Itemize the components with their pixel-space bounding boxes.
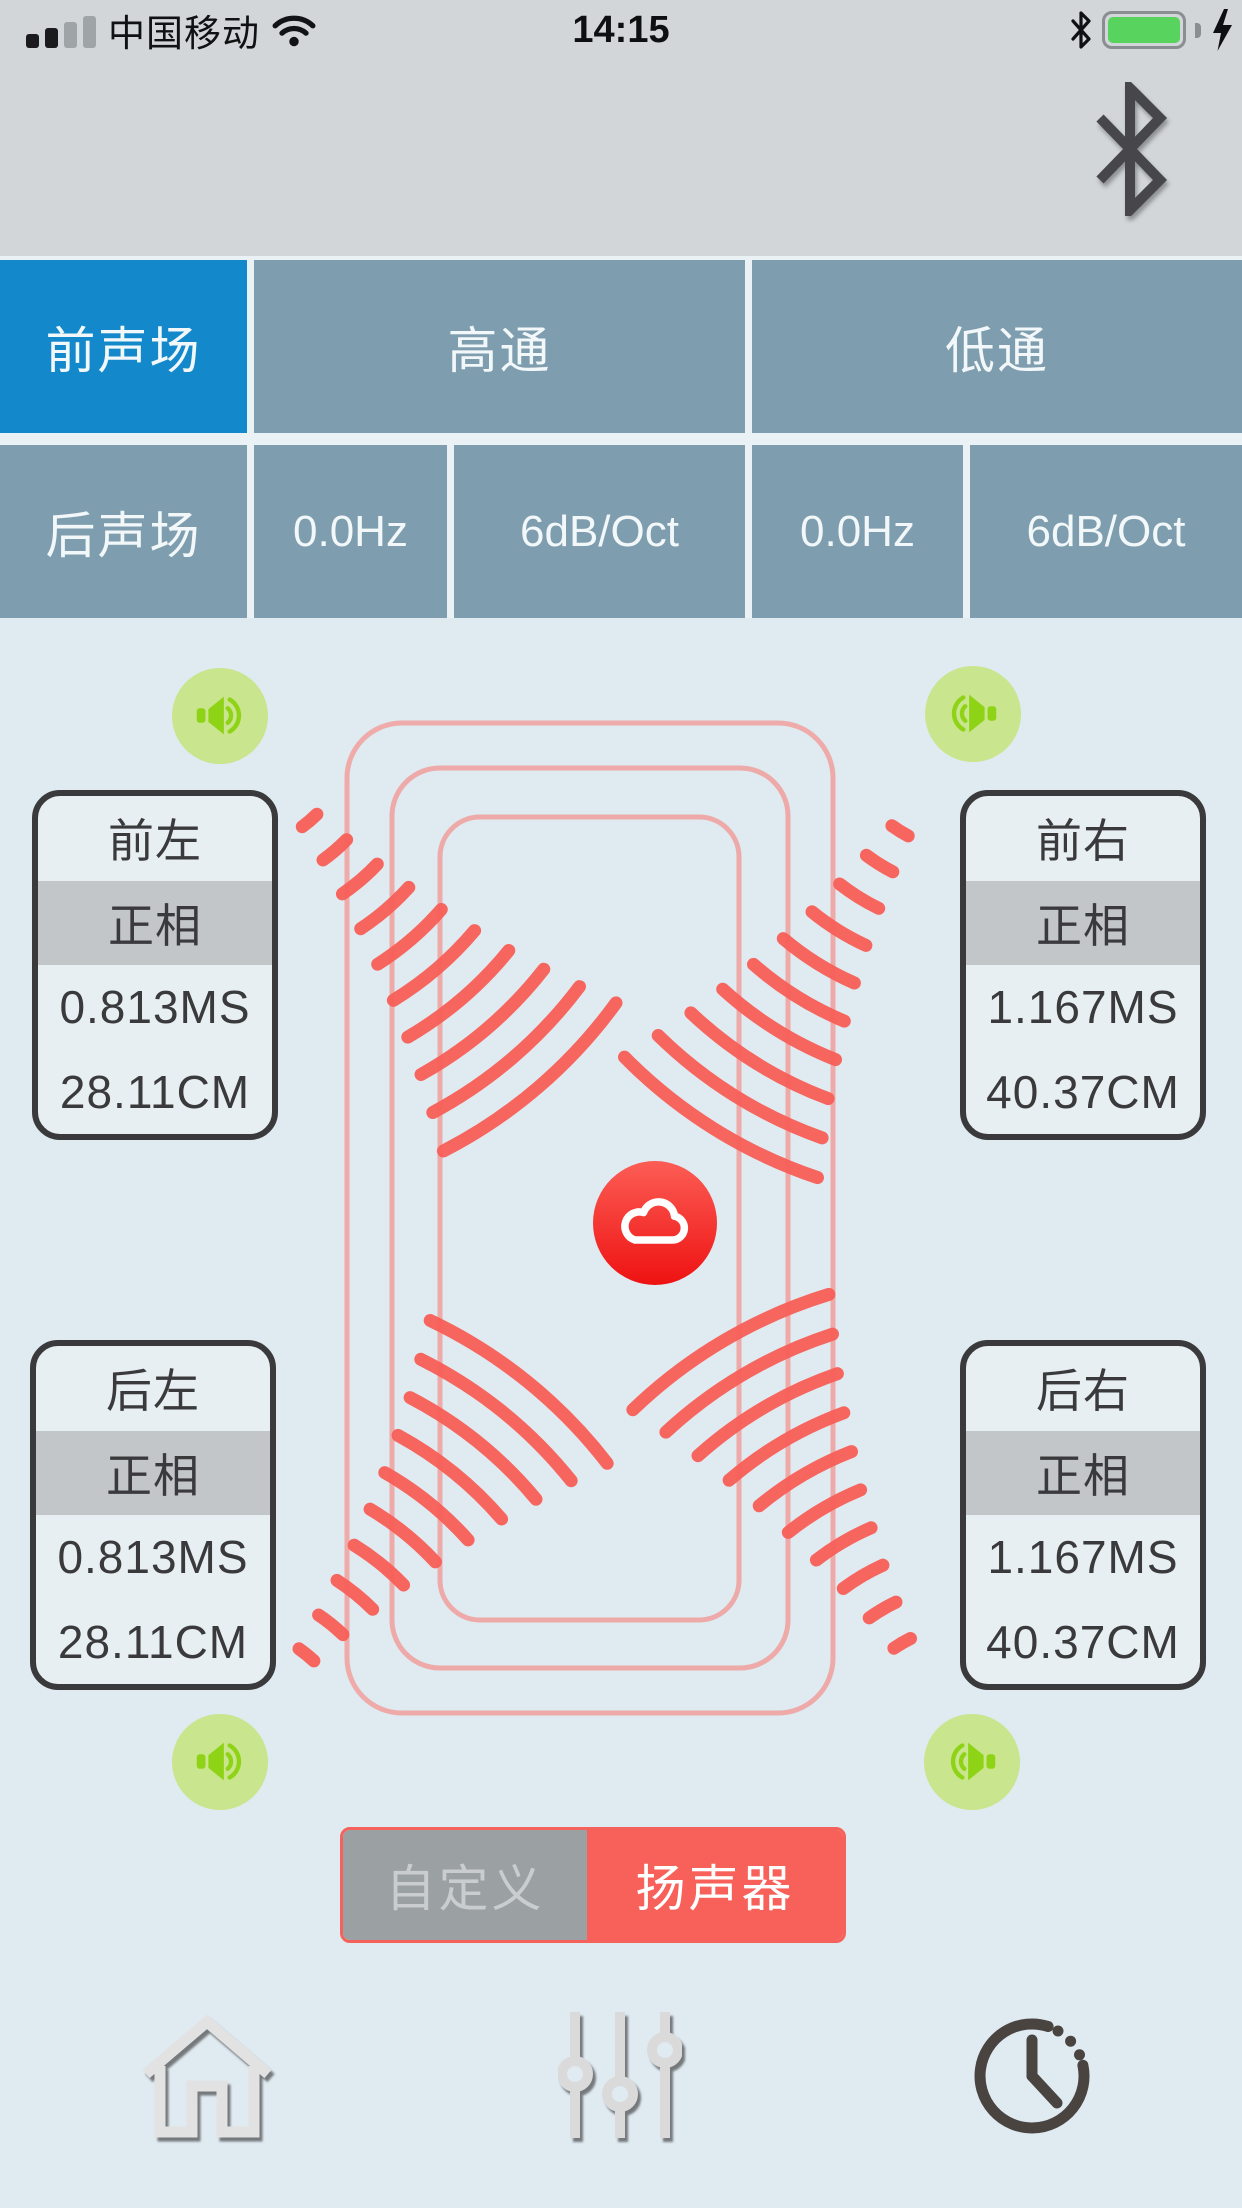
mode-toggle: 自定义 扬声器 bbox=[340, 1827, 846, 1943]
phase-selector[interactable]: 正相 bbox=[36, 1430, 270, 1515]
lowpass-slope-value[interactable]: 6dB/Oct bbox=[970, 445, 1242, 618]
phase-selector[interactable]: 正相 bbox=[966, 880, 1200, 965]
speaker-volume-icon bbox=[196, 1742, 242, 1781]
rear-right-speaker-card[interactable]: 后右 正相 1.167MS 40.37CM bbox=[960, 1340, 1206, 1690]
clock-icon bbox=[974, 2018, 1090, 2134]
nav-equalizer-button[interactable] bbox=[557, 2010, 683, 2142]
mode-speaker-button[interactable]: 扬声器 bbox=[587, 1830, 843, 1940]
bluetooth-status-icon bbox=[1071, 11, 1091, 49]
bluetooth-connection-icon bbox=[1078, 75, 1182, 223]
nav-timer-button[interactable] bbox=[968, 2006, 1102, 2140]
delay-ms-value: 1.167MS bbox=[987, 981, 1179, 1034]
carrier-label: 中国移动 bbox=[108, 13, 260, 54]
front-right-speaker-button[interactable] bbox=[925, 666, 1021, 762]
charging-bolt-icon bbox=[1213, 9, 1232, 51]
tab-lowpass[interactable]: 低通 bbox=[752, 260, 1242, 433]
speaker-volume-icon bbox=[951, 694, 997, 733]
highpass-slope-value[interactable]: 6dB/Oct bbox=[454, 445, 745, 618]
rear-right-speaker-button[interactable] bbox=[924, 1714, 1020, 1810]
mode-custom-button[interactable]: 自定义 bbox=[343, 1830, 587, 1940]
lowpass-frequency-value[interactable]: 0.0Hz bbox=[752, 445, 963, 618]
distance-cm-value: 40.37CM bbox=[986, 1615, 1180, 1668]
phase-selector[interactable]: 正相 bbox=[966, 1430, 1200, 1515]
battery-tip bbox=[1195, 22, 1201, 38]
status-bar: 中国移动 14:15 bbox=[0, 0, 1242, 60]
tab-highpass[interactable]: 高通 bbox=[254, 260, 745, 433]
tab-front-soundfield[interactable]: 前声场 bbox=[0, 260, 247, 433]
distance-cm-value: 40.37CM bbox=[986, 1065, 1180, 1118]
status-left-cluster: 中国移动 bbox=[26, 0, 316, 60]
front-left-speaker-card[interactable]: 前左 正相 0.813MS 28.11CM bbox=[32, 790, 278, 1140]
speaker-name: 后右 bbox=[1036, 1365, 1130, 1418]
rear-left-speaker-button[interactable] bbox=[172, 1714, 268, 1810]
speaker-volume-icon bbox=[196, 696, 242, 735]
front-left-speaker-button[interactable] bbox=[172, 668, 268, 764]
status-right-cluster bbox=[1069, 0, 1234, 60]
nav-home-button[interactable] bbox=[140, 2012, 274, 2142]
phase-selector[interactable]: 正相 bbox=[38, 880, 272, 965]
cloud-sync-button[interactable] bbox=[593, 1161, 717, 1285]
highpass-frequency-value[interactable]: 0.0Hz bbox=[254, 445, 447, 618]
cellular-signal-icon bbox=[26, 12, 96, 48]
delay-ms-value: 1.167MS bbox=[987, 1531, 1179, 1584]
speaker-volume-icon bbox=[950, 1742, 996, 1781]
tab-rear-soundfield[interactable]: 后声场 bbox=[0, 445, 247, 618]
distance-cm-value: 28.11CM bbox=[59, 1065, 251, 1118]
speaker-name: 后左 bbox=[106, 1365, 200, 1418]
front-right-speaker-card[interactable]: 前右 正相 1.167MS 40.37CM bbox=[960, 790, 1206, 1140]
home-icon bbox=[142, 2014, 272, 2138]
speaker-name: 前右 bbox=[1036, 815, 1130, 868]
cloud-icon bbox=[621, 1198, 689, 1244]
distance-cm-value: 28.11CM bbox=[57, 1615, 249, 1668]
equalizer-sliders-icon bbox=[557, 2012, 683, 2138]
delay-ms-value: 0.813MS bbox=[57, 1531, 249, 1584]
speaker-name: 前左 bbox=[108, 815, 202, 868]
delay-ms-value: 0.813MS bbox=[59, 981, 251, 1034]
crossover-tab-strip: 前声场 高通 低通 后声场 0.0Hz 6dB/Oct 0.0Hz 6dB/Oc… bbox=[0, 256, 1242, 618]
battery-icon bbox=[1102, 11, 1186, 49]
wifi-icon bbox=[272, 15, 316, 47]
rear-left-speaker-card[interactable]: 后左 正相 0.813MS 28.11CM bbox=[30, 1340, 276, 1690]
